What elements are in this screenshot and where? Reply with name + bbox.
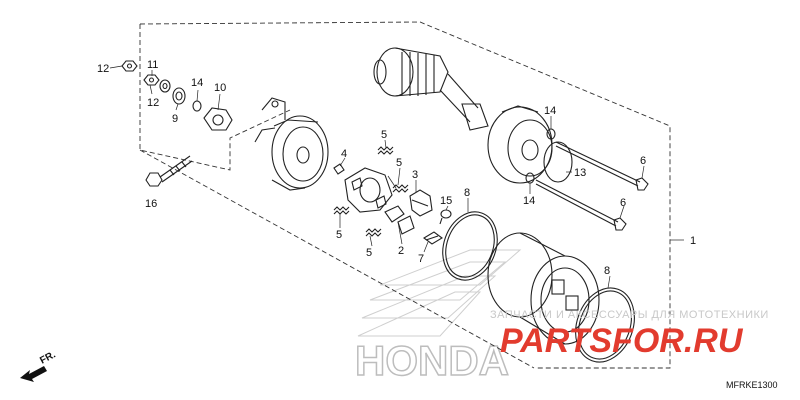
- callout-5d: 5: [366, 247, 372, 259]
- callout-8a: 8: [464, 187, 470, 199]
- part-8-oring-right: [575, 287, 635, 363]
- part-7-brush: [423, 231, 443, 245]
- diagram-code: MFRKE1300: [726, 380, 778, 390]
- callout-3: 3: [412, 169, 418, 181]
- part-15-screw: [439, 209, 452, 225]
- part-9-insulator: [172, 87, 186, 105]
- motor-case: [487, 232, 600, 345]
- watermark-caption: ЗАПЧАСТИ И АКСЕССУАРЫ ДЛЯ МОТОТЕХНИКИ: [490, 309, 769, 321]
- front-cover: [487, 105, 556, 184]
- callout-15: 15: [440, 195, 452, 207]
- callout-10: 10: [214, 82, 226, 94]
- part-4-brush-holder: [333, 163, 393, 213]
- part-12-nut-lower: [143, 74, 160, 86]
- part-8-oring-right-inner: [578, 290, 632, 360]
- leader-lines: [109, 65, 645, 289]
- callout-6a: 6: [640, 155, 646, 167]
- callout-14b: 14: [544, 105, 556, 117]
- callout-14a: 14: [191, 77, 203, 89]
- callout-6b: 6: [620, 197, 626, 209]
- callout-5b: 5: [396, 157, 402, 169]
- callout-9: 9: [172, 113, 178, 125]
- part-11-washer: [159, 79, 171, 93]
- direction-label: FR.: [38, 349, 58, 366]
- rear-cover: [254, 97, 329, 191]
- part-5-springs: [333, 146, 409, 237]
- part-10-terminal: [203, 107, 233, 131]
- part-14-oring: [192, 100, 202, 112]
- front-direction-arrow-icon: [20, 366, 47, 382]
- callout-14c: 14: [523, 195, 535, 207]
- part-6-bolts: [535, 141, 649, 231]
- callout-12a: 12: [97, 63, 109, 75]
- part-12-nut: [121, 60, 138, 72]
- part-2-brush: [384, 205, 415, 235]
- part-8-oring-left-inner: [445, 214, 495, 278]
- part-16-bolt: [145, 155, 193, 187]
- part-13-oring: [543, 141, 573, 183]
- callout-5c: 5: [336, 229, 342, 241]
- callout-5a: 5: [381, 129, 387, 141]
- part-8-oring-left: [442, 211, 498, 281]
- callout-12b: 12: [147, 97, 159, 109]
- armature: [373, 47, 489, 131]
- callout-11: 11: [147, 59, 158, 71]
- callout-16: 16: [145, 198, 157, 210]
- callout-13: 13: [574, 167, 586, 179]
- callout-4: 4: [341, 148, 347, 160]
- callout-2: 2: [398, 245, 404, 257]
- part-3-brush: [409, 189, 433, 217]
- honda-logo-text: HONDA: [355, 337, 509, 384]
- callout-1: 1: [690, 235, 696, 247]
- callout-8b: 8: [604, 265, 610, 277]
- assembly-outline: [139, 21, 684, 369]
- honda-wing-logo: HONDA: [354, 249, 522, 385]
- watermark-brand: PARTSFOR.RU: [500, 322, 744, 360]
- callout-7: 7: [418, 253, 424, 265]
